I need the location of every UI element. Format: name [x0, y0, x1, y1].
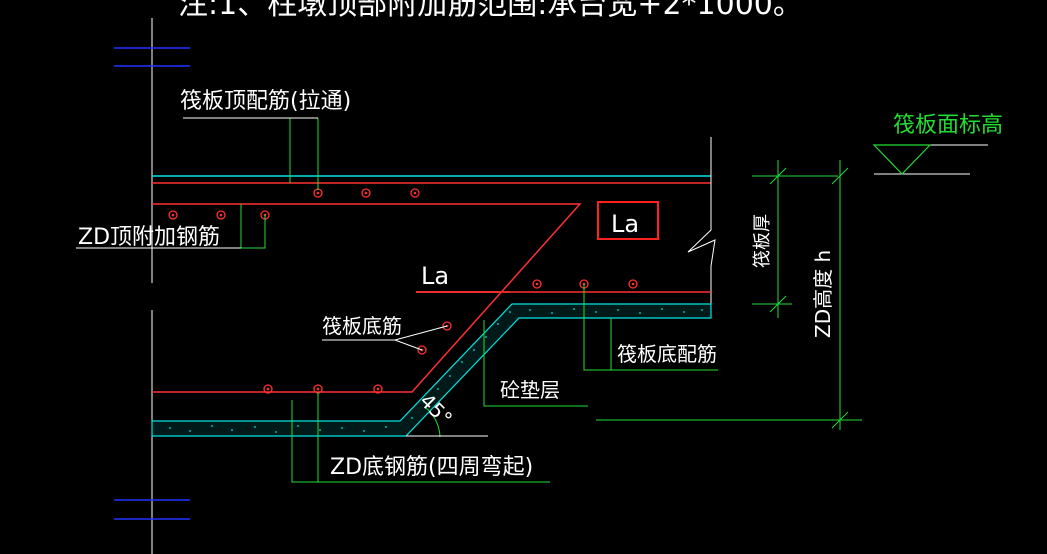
label-raft-thickness: 筏板厚	[752, 214, 773, 268]
elevation-marker-icon	[872, 144, 932, 175]
label-zd-bottom-rebar: ZD底钢筋(四周弯起)	[330, 455, 533, 480]
label-la: La	[421, 262, 449, 290]
label-raft-bottom-rebar: 筏板底筋	[322, 314, 402, 338]
zd-rebar-outline	[152, 203, 582, 393]
title-note: 注:1、柱墩顶部附加筋范围:承台宽+2*1000。	[178, 0, 803, 22]
label-la-boxed: La	[611, 210, 639, 238]
label-raft-surface-elevation: 筏板面标高	[893, 113, 1003, 138]
label-raft-bottom-rebar-right: 筏板底配筋	[617, 342, 717, 366]
rebar-dots	[168, 188, 638, 394]
dimension-ticks	[769, 167, 849, 429]
label-raft-top-rebar: 筏板顶配筋(拉通)	[180, 89, 351, 114]
label-zd-height: ZD高度 h	[811, 250, 835, 338]
la-highlight-box[interactable]	[597, 201, 659, 240]
raft-break-line	[687, 137, 716, 304]
label-zd-top-additional-rebar: ZD顶附加钢筋	[78, 225, 220, 250]
cushion-layer	[151, 303, 712, 437]
angle-arc	[424, 406, 441, 438]
leader-lines	[240, 118, 862, 483]
label-cushion-layer: 砼垫层	[500, 378, 560, 402]
axis-markers-top	[114, 47, 190, 67]
label-angle: 45°	[415, 389, 457, 431]
axis-markers-bottom	[114, 499, 190, 520]
